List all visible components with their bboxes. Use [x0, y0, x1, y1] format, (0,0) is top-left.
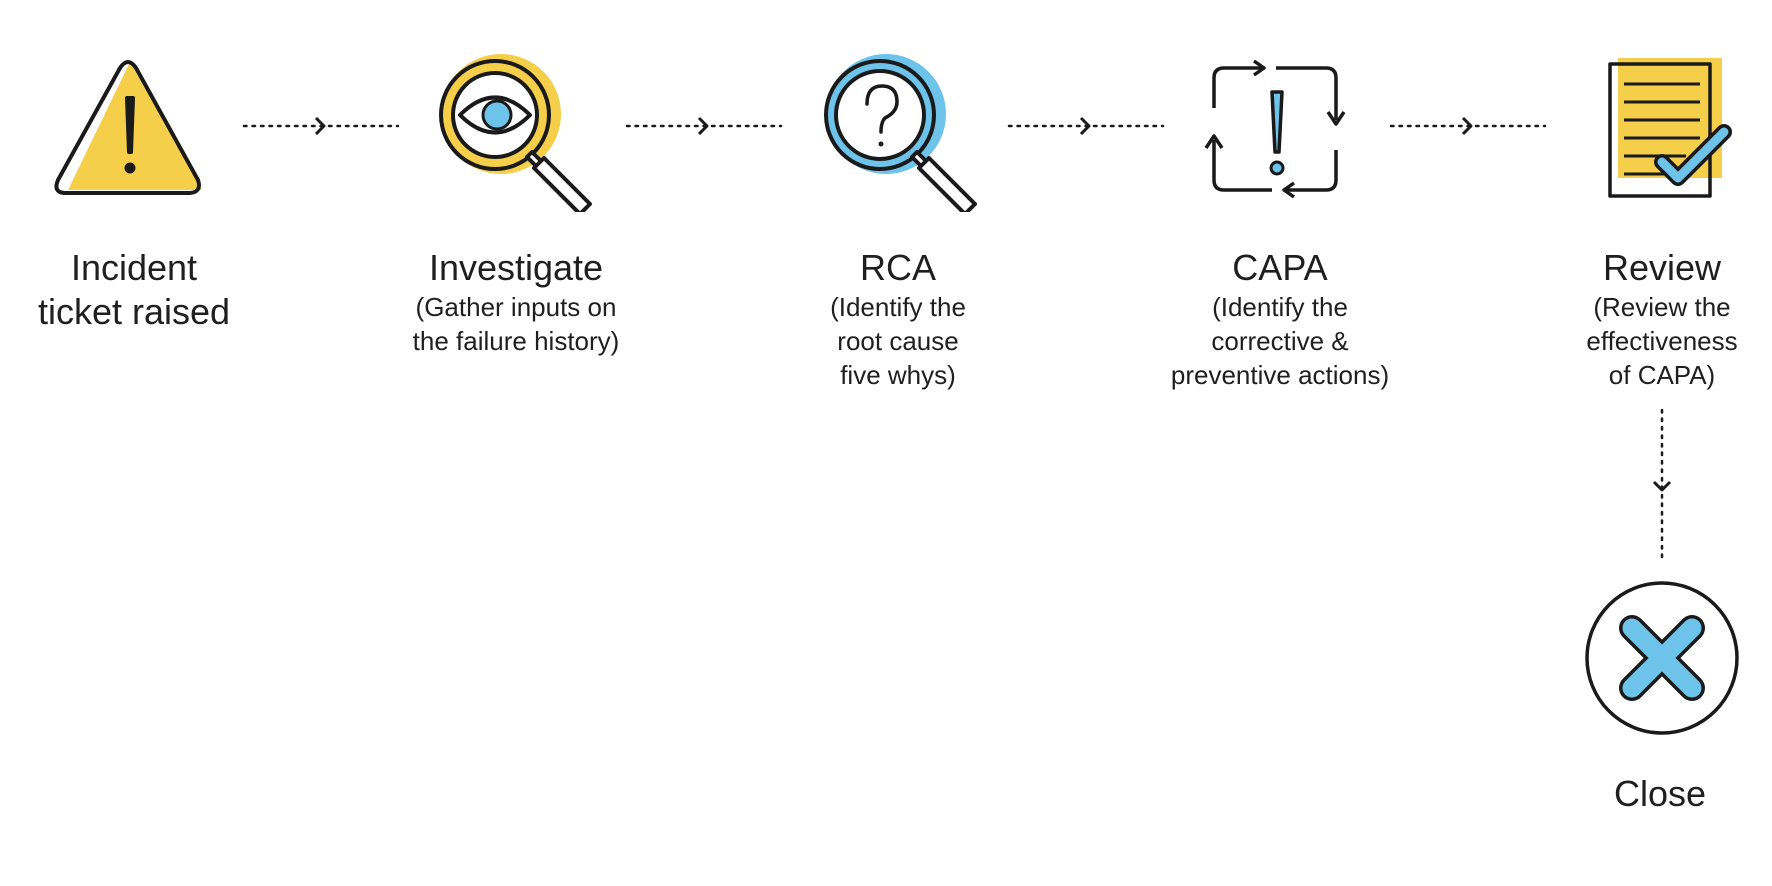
step-subtitle-line: five whys) — [840, 360, 956, 390]
connector-arrow-4 — [1389, 116, 1547, 136]
step-title-line: Investigate — [428, 247, 604, 288]
magnifier-eye-icon — [439, 54, 592, 212]
step-subtitle-line: root cause — [837, 326, 959, 356]
step-review-label: Review (Review the effectiveness of CAPA… — [1586, 246, 1737, 392]
step-incident-label: Incident ticket raised — [38, 246, 230, 334]
step-close-label: Close — [1614, 772, 1706, 816]
step-subtitle-line: (Review the — [1593, 292, 1731, 322]
connector-arrow-2 — [625, 116, 783, 136]
step-rca-label: RCA (Identify the root cause five whys) — [830, 246, 966, 392]
document-check-icon — [1608, 58, 1732, 198]
step-subtitle-line: preventive actions) — [1170, 360, 1390, 390]
step-subtitle-line: corrective & — [1211, 326, 1349, 356]
step-title-line: ticket raised — [37, 291, 231, 332]
step-title-line: Incident — [70, 247, 198, 288]
step-investigate-label: Investigate (Gather inputs on the failur… — [413, 246, 620, 358]
step-subtitle-line: (Gather inputs on — [415, 292, 617, 322]
step-subtitle-line: (Identify the — [830, 292, 966, 322]
step-title-line: Close — [1613, 773, 1707, 814]
connector-arrow-3 — [1007, 116, 1165, 136]
step-title-line: Review — [1602, 247, 1722, 288]
step-subtitle-line: effectiveness — [1586, 326, 1738, 356]
step-subtitle-line: (Identify the — [1212, 292, 1348, 322]
step-title-line: CAPA — [1232, 247, 1328, 288]
warning-triangle-icon — [54, 60, 202, 195]
connector-arrow-1 — [242, 116, 400, 136]
step-title-line: RCA — [859, 247, 937, 288]
connector-arrow-5 — [1652, 408, 1672, 562]
close-circle-icon — [1585, 581, 1739, 735]
step-capa-label: CAPA (Identify the corrective & preventi… — [1171, 246, 1389, 392]
step-subtitle-line: the failure history) — [412, 326, 620, 356]
magnifier-question-icon — [824, 54, 977, 212]
step-subtitle-line: of CAPA) — [1608, 360, 1716, 390]
cycle-exclamation-icon — [1204, 59, 1346, 199]
